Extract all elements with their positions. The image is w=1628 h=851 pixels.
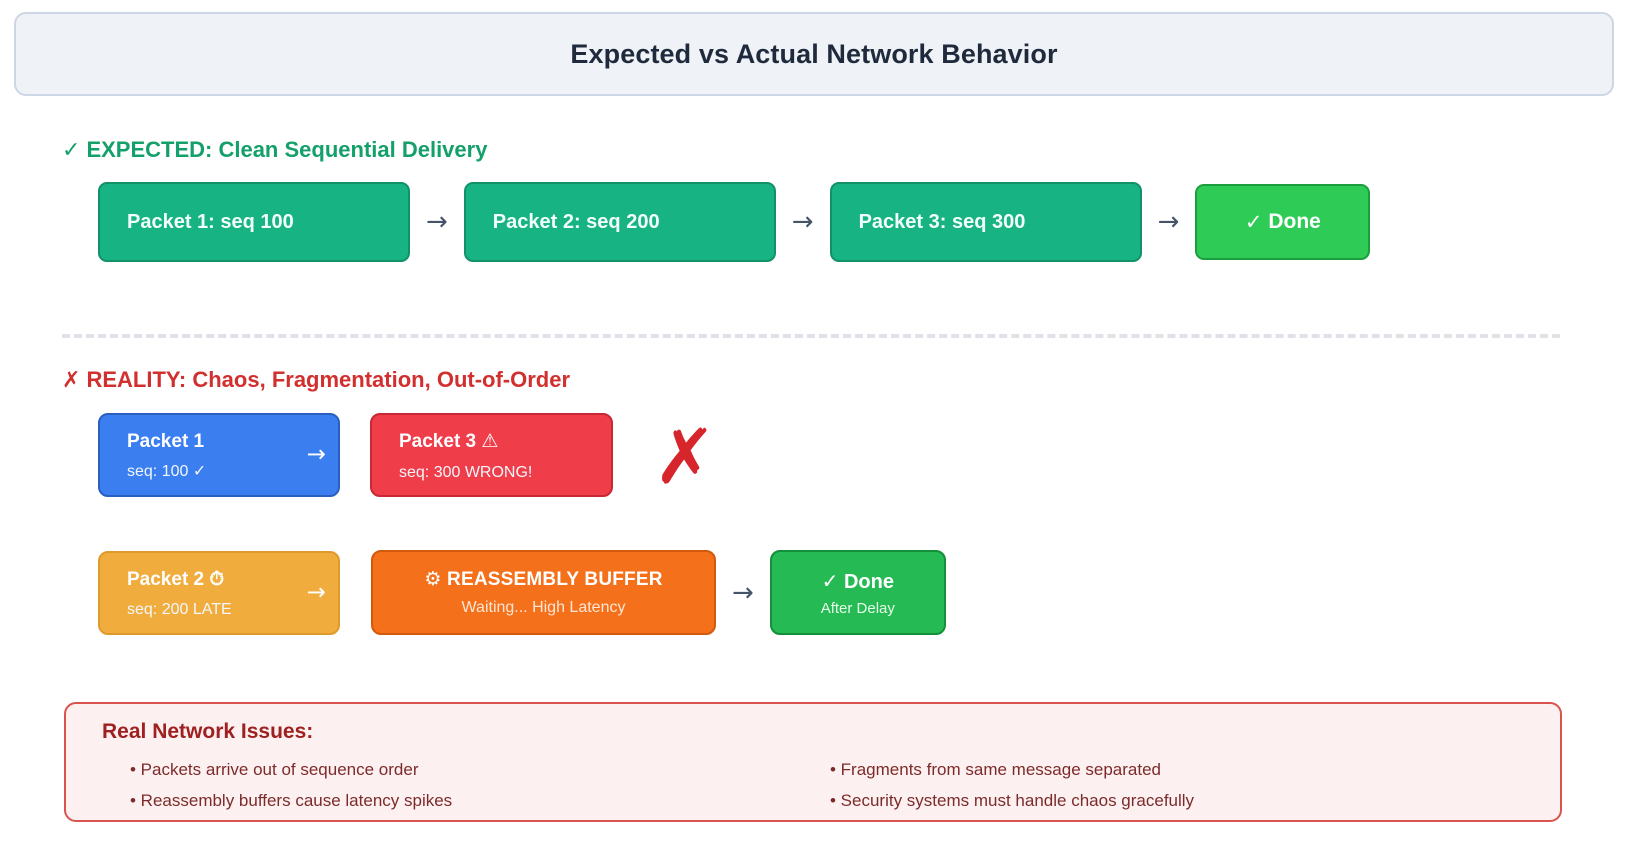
real-network-issues-panel: Real Network Issues: • Packets arrive ou… [64, 702, 1562, 822]
reassembly-buffer-box[interactable]: ⚙ REASSEMBLY BUFFER Waiting... High Late… [371, 550, 716, 635]
reality-packet-2-sub: seq: 200 LATE [127, 601, 232, 619]
reality-done-title-label: Done [843, 570, 894, 593]
reality-done-title: ✓ Done [822, 569, 894, 594]
section-divider [62, 334, 1560, 338]
expected-heading-label: EXPECTED: Clean Sequential Delivery [86, 137, 488, 162]
list-item: • Reassembly buffers cause latency spike… [130, 791, 453, 810]
arrow-icon: → [732, 577, 754, 608]
expected-packet-3[interactable]: Packet 3: seq 300 [829, 182, 1142, 262]
reality-packet-3-sub: seq: 300 WRONG! [399, 463, 533, 481]
expected-packet-2[interactable]: Packet 2: seq 200 [463, 182, 776, 262]
big-cross-icon: ✗ [653, 412, 717, 501]
check-icon: ✓ [821, 568, 839, 593]
reality-packet-3-card[interactable]: Packet 3 ⚠ seq: 300 WRONG! [370, 413, 613, 497]
reality-packet-1-sub: seq: 100 ✓ [127, 463, 207, 481]
reality-packet-2-title: Packet 2 ⏱ [127, 568, 321, 592]
reassembly-buffer-sub: Waiting... High Latency [461, 599, 626, 616]
reality-done-box[interactable]: ✓ Done After Delay [769, 550, 946, 635]
reality-packet-1-card[interactable]: Packet 1 seq: 100 ✓ → [98, 413, 340, 497]
reality-packet-1-title: Packet 1 [127, 430, 205, 452]
reality-flow-row-2: Packet 2 ⏱ seq: 200 LATE → ⚙ REASSEMBLY … [98, 550, 946, 635]
reality-packet-2-card[interactable]: Packet 2 ⏱ seq: 200 LATE → [98, 550, 340, 635]
reassembly-buffer-title-label: REASSEMBLY BUFFER [447, 569, 663, 590]
warning-icon: ⚠ [481, 430, 499, 452]
list-item: • Packets arrive out of sequence order [130, 760, 419, 779]
reality-heading-label: REALITY: Chaos, Fragmentation, Out-of-Or… [86, 367, 571, 392]
reality-packet-3-title: Packet 3 ⚠ [399, 430, 594, 454]
issues-column-left: • Packets arrive out of sequence order •… [102, 754, 802, 816]
reality-packet-2-title-label: Packet 2 [127, 568, 205, 590]
arrow-icon: → [306, 579, 326, 605]
issues-column-right: • Fragments from same message separated … [802, 754, 1502, 816]
reality-done-sub: After Delay [820, 599, 895, 617]
issues-columns: • Packets arrive out of sequence order •… [102, 754, 1560, 816]
reality-flow-row-1: Packet 1 seq: 100 ✓ → Packet 3 ⚠ seq: 30… [98, 413, 613, 497]
expected-done-box[interactable]: ✓ Done [1195, 184, 1371, 260]
arrow-icon: → [426, 207, 448, 237]
reassembly-buffer-title: ⚙ REASSEMBLY BUFFER [424, 568, 662, 591]
expected-done-label: Done [1268, 210, 1321, 233]
expected-packet-3-label: Packet 3: seq 300 [858, 210, 1026, 233]
check-icon: ✓ [1244, 210, 1263, 234]
arrow-icon: → [791, 207, 814, 237]
gear-icon: ⚙ [424, 568, 442, 590]
reality-section-heading: ✗REALITY: Chaos, Fragmentation, Out-of-O… [62, 367, 570, 393]
expected-packet-1-label: Packet 1: seq 100 [127, 210, 294, 233]
expected-packet-1[interactable]: Packet 1: seq 100 [98, 182, 410, 262]
expected-section-heading: ✓EXPECTED: Clean Sequential Delivery [62, 137, 487, 163]
page-title: Expected vs Actual Network Behavior [570, 38, 1058, 69]
reality-packet-3-title-label: Packet 3 [399, 431, 477, 452]
issues-panel-title: Real Network Issues: [102, 720, 314, 743]
arrow-icon: → [1157, 207, 1180, 237]
header-card: Expected vs Actual Network Behavior [14, 12, 1614, 96]
list-item: • Security systems must handle chaos gra… [830, 791, 1195, 810]
cross-icon: ✗ [62, 368, 81, 393]
stopwatch-icon: ⏱ [209, 567, 225, 590]
list-item: • Fragments from same message separated [830, 760, 1161, 779]
arrow-icon: → [306, 441, 326, 468]
expected-packet-2-label: Packet 2: seq 200 [492, 210, 660, 233]
expected-flow-row: Packet 1: seq 100 → Packet 2: seq 200 → … [98, 182, 1371, 262]
check-icon: ✓ [62, 138, 81, 163]
